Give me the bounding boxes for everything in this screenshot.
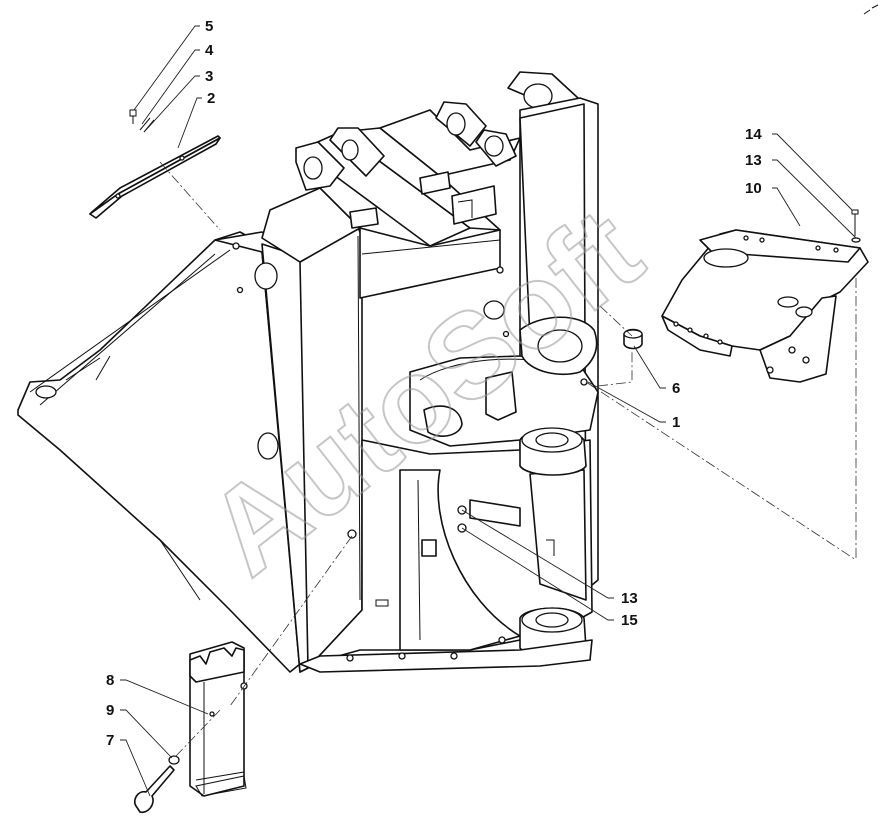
callout-8: 8 [106,672,114,689]
callout-10: 10 [745,180,762,197]
part-10-cover-plate [661,229,869,383]
part-9-washer [168,755,180,765]
leader-lines [120,25,857,797]
callout-3: 3 [205,68,213,85]
callout-15: 15 [621,612,638,629]
main-frame [17,71,599,673]
callout-4: 4 [205,42,214,59]
part-7-pin [133,765,175,814]
part-14-bolt-top [851,209,859,236]
callout-2: 2 [207,90,215,107]
callout-labels: 5 4 3 2 14 13 10 6 1 13 15 8 9 7 [106,18,762,749]
callout-13-top: 13 [745,152,762,169]
callout-1: 1 [672,414,680,431]
part-8-post [189,641,248,797]
part-2-plate [89,135,221,219]
part-5-bolt [129,109,137,124]
callout-6: 6 [672,380,680,397]
callout-7: 7 [106,732,114,749]
part-3-4-shims [139,117,155,133]
assembly-lines [159,161,857,757]
part-6-bushing [623,328,643,350]
callout-5: 5 [205,18,213,35]
callout-13-bottom: 13 [621,590,638,607]
part-13-washer-top [851,237,861,243]
callout-14: 14 [745,126,762,143]
corner-mark [863,4,879,15]
callout-9: 9 [106,702,114,719]
